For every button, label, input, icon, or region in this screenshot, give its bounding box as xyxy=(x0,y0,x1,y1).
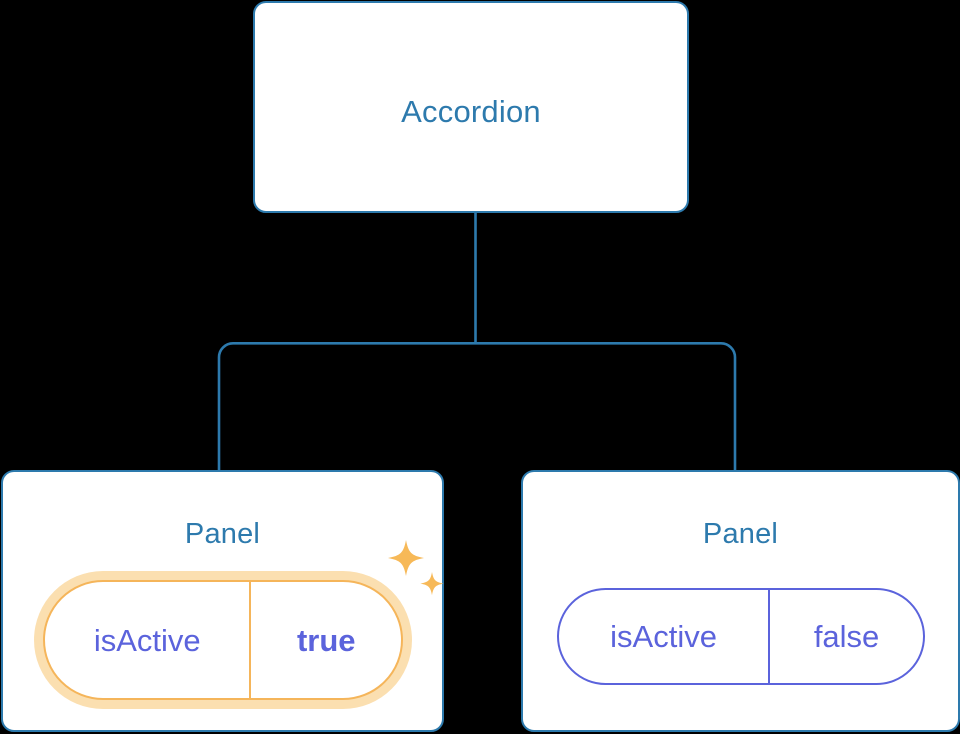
prop-pill-left-body[interactable]: isActive true xyxy=(43,580,403,700)
node-accordion-title: Accordion xyxy=(401,94,541,129)
node-panel-right-title: Panel xyxy=(702,518,779,550)
node-accordion[interactable]: Accordion xyxy=(253,1,689,213)
prop-pill-left[interactable]: isActive true xyxy=(43,580,403,700)
node-panel-left-title: Panel xyxy=(184,518,261,550)
prop-pill-right[interactable]: isActive false xyxy=(557,588,925,685)
connector-branch-right xyxy=(475,342,737,471)
prop-pill-right-body[interactable]: isActive false xyxy=(557,588,925,685)
prop-pill-right-value: false xyxy=(813,619,880,654)
prop-pill-left-key: isActive xyxy=(45,582,252,698)
prop-pill-left-value: true xyxy=(296,622,356,658)
prop-pill-right-key: isActive xyxy=(559,590,771,683)
connector-branch-left xyxy=(217,342,476,471)
